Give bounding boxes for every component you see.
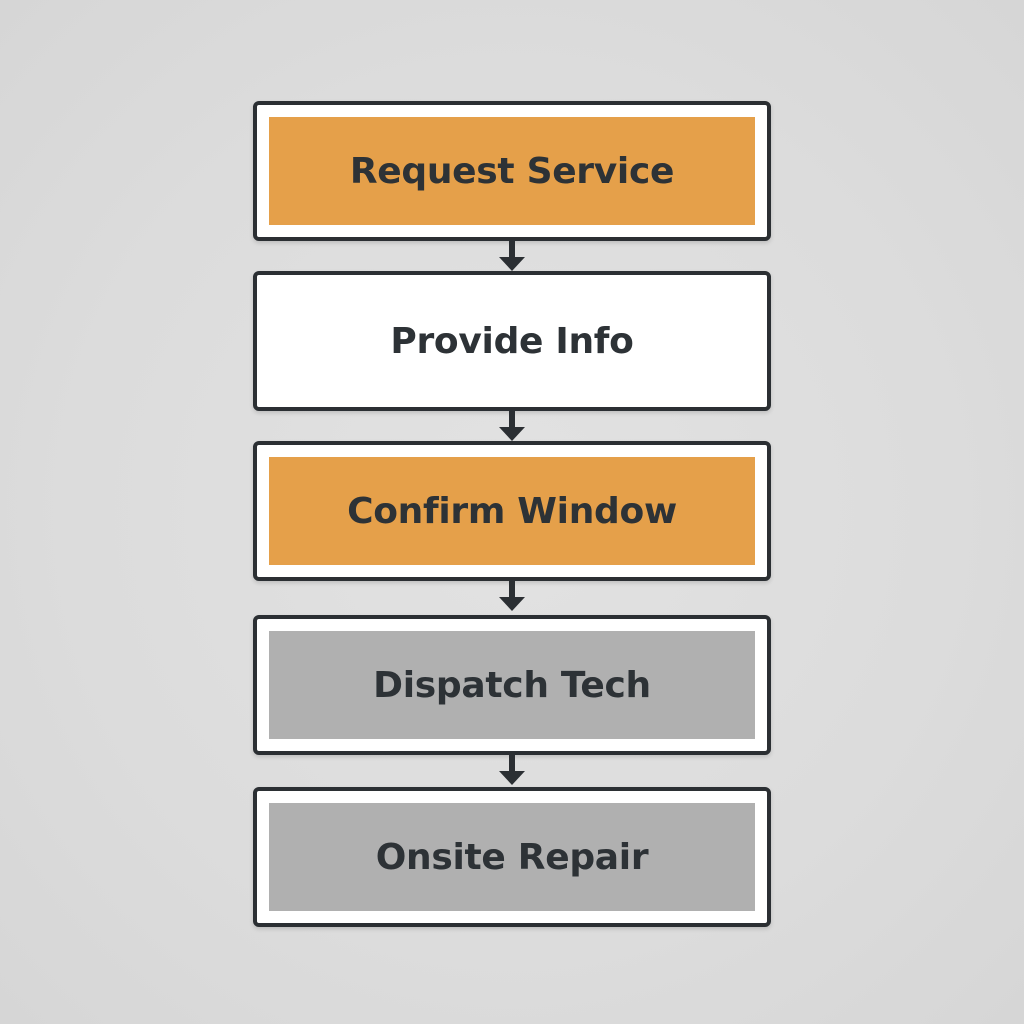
down-arrow-icon	[499, 239, 525, 275]
step-label: Onsite Repair	[375, 836, 649, 878]
step-fill: Dispatch Tech	[269, 631, 755, 739]
down-arrow-icon	[499, 753, 525, 789]
step-onsite-repair: Onsite Repair	[253, 787, 771, 927]
step-label: Dispatch Tech	[373, 664, 651, 706]
step-fill: Provide Info	[269, 287, 755, 395]
step-fill: Request Service	[269, 117, 755, 225]
step-fill: Confirm Window	[269, 457, 755, 565]
step-provide-info: Provide Info	[253, 271, 771, 411]
step-label: Confirm Window	[347, 490, 677, 532]
step-dispatch-tech: Dispatch Tech	[253, 615, 771, 755]
step-fill: Onsite Repair	[269, 803, 755, 911]
step-confirm-window: Confirm Window	[253, 441, 771, 581]
step-request-service: Request Service	[253, 101, 771, 241]
down-arrow-icon	[499, 579, 525, 615]
step-label: Provide Info	[390, 320, 634, 362]
down-arrow-icon	[499, 409, 525, 445]
step-label: Request Service	[349, 150, 675, 192]
